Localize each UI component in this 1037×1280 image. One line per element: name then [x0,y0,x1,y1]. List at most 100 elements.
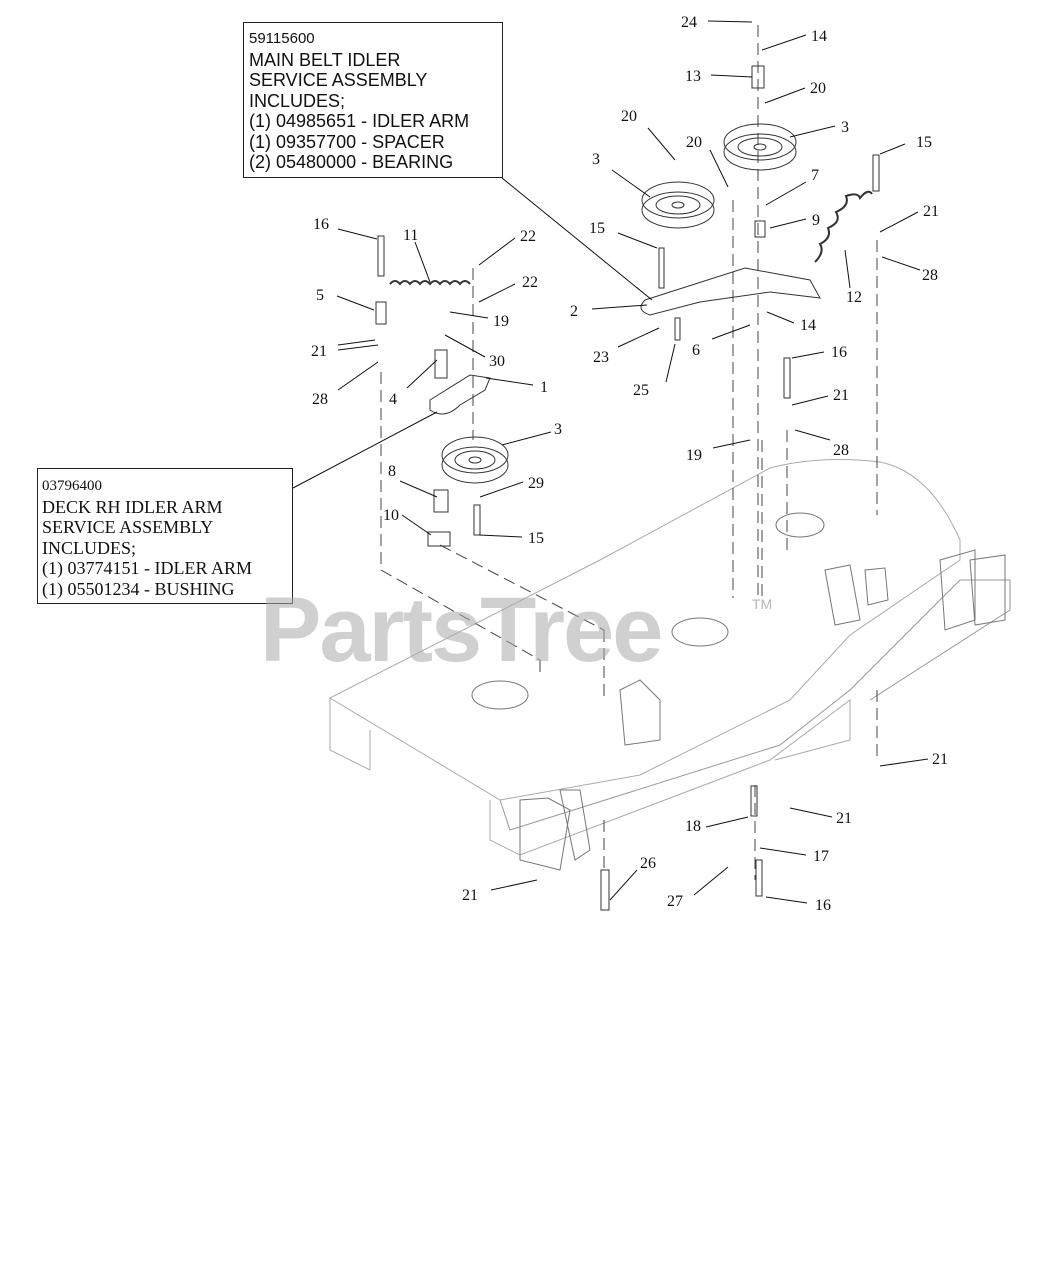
bracket-front-center [559,789,591,861]
idler-arm-main [640,267,821,316]
deck-front-rail [499,689,851,831]
plate-10 [427,531,451,547]
axis-left-spring-h [380,569,541,661]
main-box-line: (2) 05480000 - BEARING [249,152,454,172]
callout-16: 16 [831,344,847,361]
spindle-hole-right [775,512,825,538]
bracket-front-left [519,797,571,871]
pivot-26 [600,869,610,911]
deck-top-outline [328,459,961,801]
callout-20: 20 [621,108,637,125]
callout-21: 21 [833,387,849,404]
callout-1: 1 [540,379,548,396]
bushing-9 [754,220,766,238]
callout-22: 22 [520,228,536,245]
pulley-left [441,436,509,484]
main-box-line: (1) 09357700 - SPACER [249,131,445,152]
deck-box-line: SERVICE ASSEMBLY [42,517,214,537]
callout-28: 28 [922,267,938,284]
bushing-4 [434,349,448,379]
main-box-line: MAIN BELT IDLER [249,49,401,70]
callout-16: 16 [815,897,831,914]
bracket-rear [824,564,861,626]
deck-box-line: DECK RH IDLER ARM [42,496,223,517]
callout-26: 26 [640,855,656,872]
callout-21: 21 [836,810,852,827]
deck-rh-idler-assembly-box: 03796400 DECK RH IDLER ARM SERVICE ASSEM… [37,468,293,604]
callout-30: 30 [489,353,505,370]
main-box-line: (1) 04985651 - IDLER ARM [249,111,470,131]
deck-box-line: INCLUDES; [42,537,136,558]
pin-15-right [872,154,880,192]
deck-front-skirt [489,699,851,856]
spindle-hole-center [671,617,729,647]
callout-16: 16 [313,216,329,233]
bushing-8 [433,489,449,513]
main-box-part-number: 59115600 [249,30,315,47]
callout-10: 10 [383,507,399,524]
callout-12: 12 [846,289,862,306]
axis-arm-1 [439,544,605,631]
callout-23: 23 [593,349,609,366]
main-belt-idler-assembly-box: 59115600 MAIN BELT IDLER SERVICE ASSEMBL… [243,22,503,178]
callout-14: 14 [800,317,816,334]
deck-box-line: (1) 03774151 - IDLER ARM [42,558,252,578]
callout-20: 20 [810,80,826,97]
callout-11: 11 [403,227,418,244]
callout-3: 3 [592,151,600,168]
bracket-rear-2 [864,567,889,606]
callout-14: 14 [811,28,827,45]
deck-side-left [329,698,371,771]
callout-8: 8 [388,463,396,480]
pin-25 [674,317,681,341]
callout-28: 28 [312,391,328,408]
idler-arm-rh [429,374,491,415]
callout-6: 6 [692,342,700,359]
callout-24: 24 [681,14,697,31]
callout-21: 21 [311,343,327,360]
callout-21: 21 [932,751,948,768]
pulley-right [723,123,797,171]
deck-right-rail [849,579,1011,701]
deck-box-line: (1) 05501234 - BUSHING [42,578,235,599]
bushing-5 [375,301,387,325]
stud-16-bottom [755,859,763,897]
spring-11 [389,280,471,286]
main-box-line: SERVICE ASSEMBLY [249,70,428,90]
callout-2: 2 [570,303,578,320]
callout-18: 18 [685,818,701,835]
callout-9: 9 [812,212,820,229]
pin-16-left [377,235,385,277]
spindle-hole-left [471,680,529,710]
callout-27: 27 [667,893,683,910]
partstree-watermark: PartsTree [260,579,663,681]
bolt-18 [750,785,758,817]
callout-21: 21 [462,887,478,904]
callout-19: 19 [493,313,509,330]
callout-25: 25 [633,382,649,399]
bracket-right-2 [969,554,1006,626]
callout-15: 15 [916,134,932,151]
pin-15-left [473,504,481,536]
callout-21: 21 [923,203,939,220]
pin-15-center [658,247,665,289]
callout-19: 19 [686,447,702,464]
main-box-line: INCLUDES; [249,90,346,111]
callout-5: 5 [316,287,324,304]
spring-12 [814,190,873,263]
callout-15: 15 [528,530,544,547]
trademark-symbol: TM [752,596,773,612]
callout-22: 22 [522,274,538,291]
callout-20: 20 [686,134,702,151]
callout-29: 29 [528,475,544,492]
stud-16-right [783,357,791,399]
callout-17: 17 [813,848,829,865]
deck-box-part-number: 03796400 [42,478,102,494]
callout-3: 3 [841,119,849,136]
pulley-center [641,181,715,229]
bracket-center [619,679,661,746]
callout-13: 13 [685,68,701,85]
callout-3: 3 [554,421,562,438]
callout-15: 15 [589,220,605,237]
